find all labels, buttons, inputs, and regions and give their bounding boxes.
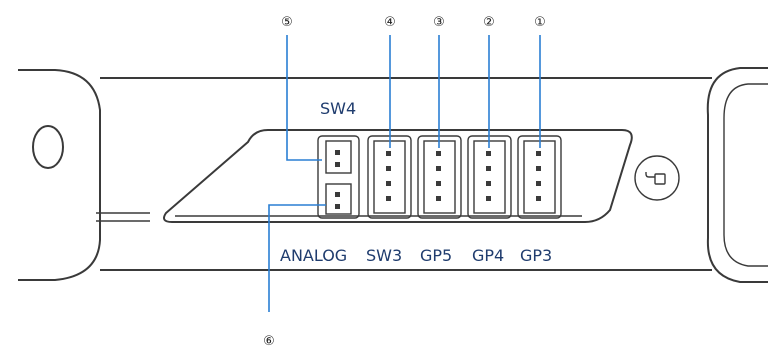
label-gp4: GP4 <box>472 246 504 265</box>
gp3-connector <box>517 135 562 219</box>
sw3-connector <box>367 135 412 219</box>
callout-sw3: ④ <box>384 15 396 30</box>
leader-lines <box>268 35 541 312</box>
gp4-connector <box>467 135 512 219</box>
label-gp3: GP3 <box>520 246 552 265</box>
connector-recess <box>163 129 633 223</box>
callout-sw4: ⑤ <box>281 15 293 30</box>
left-rail <box>96 212 150 222</box>
label-gp5: GP5 <box>420 246 452 265</box>
label-sw4: SW4 <box>320 99 356 118</box>
lock-icon <box>634 155 680 201</box>
callout-gp5: ③ <box>433 15 445 30</box>
callout-gp3: ① <box>534 15 546 30</box>
label-analog: ANALOG <box>280 246 347 265</box>
panel-outline <box>18 67 768 283</box>
gp5-connector <box>417 135 462 219</box>
callout-gp4: ② <box>483 15 495 30</box>
callout-analog: ⑥ <box>263 334 275 349</box>
sw4-connector <box>317 135 360 219</box>
left-mount-hole <box>32 125 64 169</box>
label-sw3: SW3 <box>366 246 402 265</box>
